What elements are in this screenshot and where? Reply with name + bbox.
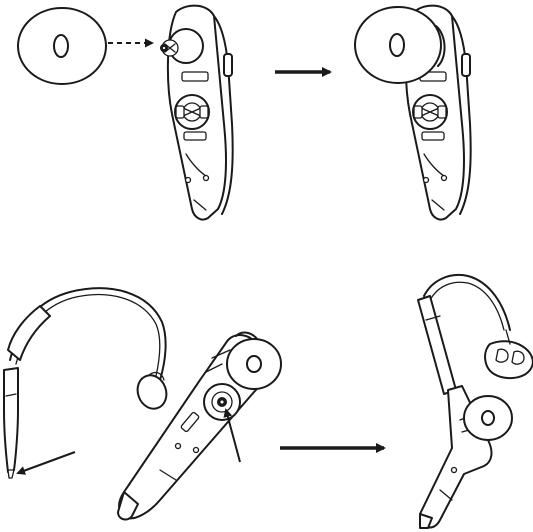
panel-attach-ear-cushion: [18, 6, 233, 220]
pointer-arrow-icon: [18, 452, 75, 473]
panel-cushion-attached: [355, 6, 471, 220]
assembled-headset-icon: [418, 275, 533, 528]
headband-icon: [4, 288, 171, 478]
headset-icon: [118, 333, 281, 520]
headset-icon: [160, 6, 233, 220]
ear-cushion-icon: [18, 8, 106, 84]
pointer-arrow-icon: [226, 410, 240, 462]
